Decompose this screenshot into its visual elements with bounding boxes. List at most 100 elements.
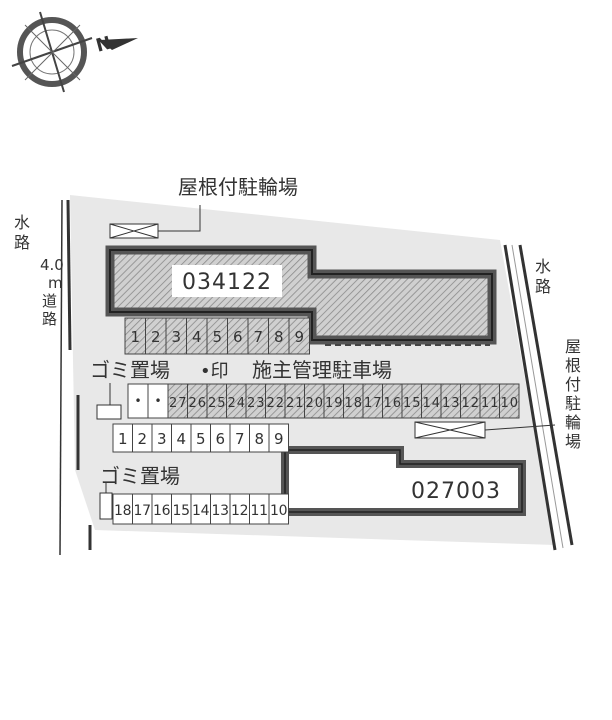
parking-row-b-slot: 24	[226, 383, 247, 419]
garbage-box-2	[99, 492, 113, 520]
parking-row-c-slot: 7	[229, 423, 250, 453]
slot-number: 7	[253, 328, 263, 346]
slot-number: 21	[286, 396, 304, 411]
road-width-label: 4.0m 道路	[40, 256, 64, 328]
parking-row-b-slot: 15	[401, 383, 422, 419]
garbage-area-label-2: ゴミ置場	[100, 464, 180, 488]
roof-bike-parking-label: 屋根付駐輪場	[178, 175, 298, 199]
parking-row-b-slot: 11	[479, 383, 500, 419]
parking-row-a-slot: 8	[268, 317, 290, 355]
slot-number: 15	[173, 503, 191, 519]
marked-slot: •	[147, 383, 169, 419]
slot-number: 9	[294, 328, 304, 346]
slot-number: 2	[137, 430, 147, 448]
slot-number: 4	[176, 430, 186, 448]
slot-number: 10	[501, 396, 519, 411]
parking-row-d-slot: 11	[249, 493, 270, 525]
right-water-channel	[503, 244, 574, 551]
compass-icon: N	[11, 11, 138, 93]
slot-number: 11	[251, 503, 269, 519]
water-right-label: 水路	[535, 257, 551, 296]
slot-number: 13	[442, 396, 460, 411]
slot-number: 18	[345, 396, 363, 411]
slot-number: 2	[151, 328, 161, 346]
slot-number: 3	[171, 328, 181, 346]
parking-row-b-slot: 12	[460, 383, 481, 419]
marked-slot: •	[127, 383, 149, 419]
building-north-label-box	[172, 265, 282, 297]
parking-row-c-slot: 5	[190, 423, 211, 453]
parking-row-c-slot: 3	[151, 423, 172, 453]
parking-row-b-slot: 19	[323, 383, 344, 419]
slot-number: 8	[274, 328, 284, 346]
parking-row-d-slot: 17	[132, 493, 153, 525]
slot-number: 16	[153, 503, 171, 519]
parking-row-b-slot: 16	[382, 383, 403, 419]
slot-number: 25	[208, 396, 226, 411]
svg-text:•: •	[154, 394, 161, 408]
owner-parking-label: 施主管理駐車場	[252, 358, 392, 382]
parking-row-a-slot: 3	[165, 317, 187, 355]
slot-number: 23	[247, 396, 265, 411]
roof-bike-right-label: 屋根付駐輪場	[565, 337, 581, 451]
parking-row-c-slot: 9	[268, 423, 289, 453]
parking-row-d-slot: 10	[268, 493, 289, 525]
svg-text:根: 根	[565, 356, 581, 375]
parking-row-a-slot: 4	[186, 317, 208, 355]
svg-text:道: 道	[42, 292, 57, 310]
parking-row-b-slot: 25	[206, 383, 227, 419]
slot-number: 5	[212, 328, 222, 346]
parking-row-c-slot: 8	[249, 423, 270, 453]
slot-number: 5	[196, 430, 206, 448]
slot-number: 3	[157, 430, 167, 448]
svg-text:付: 付	[565, 375, 581, 394]
slot-number: 16	[384, 396, 402, 411]
slot-number: 14	[192, 503, 210, 519]
slot-number: 10	[270, 503, 288, 519]
compass-north-label: N	[94, 33, 114, 57]
slot-number: 26	[189, 396, 207, 411]
slot-number: 4	[192, 328, 202, 346]
parking-row-a-slot: 7	[247, 317, 269, 355]
garbage-box-1	[96, 404, 122, 420]
slot-number: 6	[233, 328, 243, 346]
parking-row-b-slot: 22	[265, 383, 286, 419]
mark-note-label: •印	[200, 361, 229, 382]
slot-number: 17	[134, 503, 152, 519]
slot-number: 9	[274, 430, 284, 448]
parking-row-c-slot: 6	[210, 423, 231, 453]
svg-text:水: 水	[535, 257, 551, 276]
parking-row-c-slot: 1	[112, 423, 133, 453]
slot-number: 27	[169, 396, 187, 411]
slot-number: 17	[364, 396, 382, 411]
bike-parking-right	[414, 421, 556, 439]
parking-row-b-slot: 17	[362, 383, 383, 419]
parking-row-a-slot: 9	[288, 317, 310, 355]
parking-row-d-slot: 12	[229, 493, 250, 525]
svg-text:•: •	[134, 394, 141, 408]
svg-text:m: m	[48, 274, 63, 292]
bike-parking-top	[109, 205, 201, 239]
slot-number: 12	[231, 503, 249, 519]
parking-row-a-slot: 1	[124, 317, 146, 355]
garbage-area-label-1: ゴミ置場	[90, 358, 170, 382]
parking-row-b-slot: 13	[440, 383, 461, 419]
parking-row-b-slot: 27	[167, 383, 188, 419]
building-south-label: 027003	[411, 479, 501, 504]
parking-row-b-slot: 10	[499, 383, 520, 419]
parking-row-b-slot: 21	[284, 383, 305, 419]
slot-number: 1	[118, 430, 128, 448]
slot-number: 24	[228, 396, 246, 411]
slot-number: 11	[481, 396, 499, 411]
building-north-label: 034122	[182, 270, 272, 295]
parking-row-b-slot: 14	[421, 383, 442, 419]
svg-text:輪: 輪	[565, 413, 581, 432]
parking-row-a-slot: 2	[145, 317, 167, 355]
svg-text:屋: 屋	[565, 337, 581, 356]
slot-number: 6	[215, 430, 225, 448]
slot-number: 8	[254, 430, 264, 448]
svg-text:駐: 駐	[565, 394, 581, 413]
parking-row-d-slot: 18	[112, 493, 133, 525]
